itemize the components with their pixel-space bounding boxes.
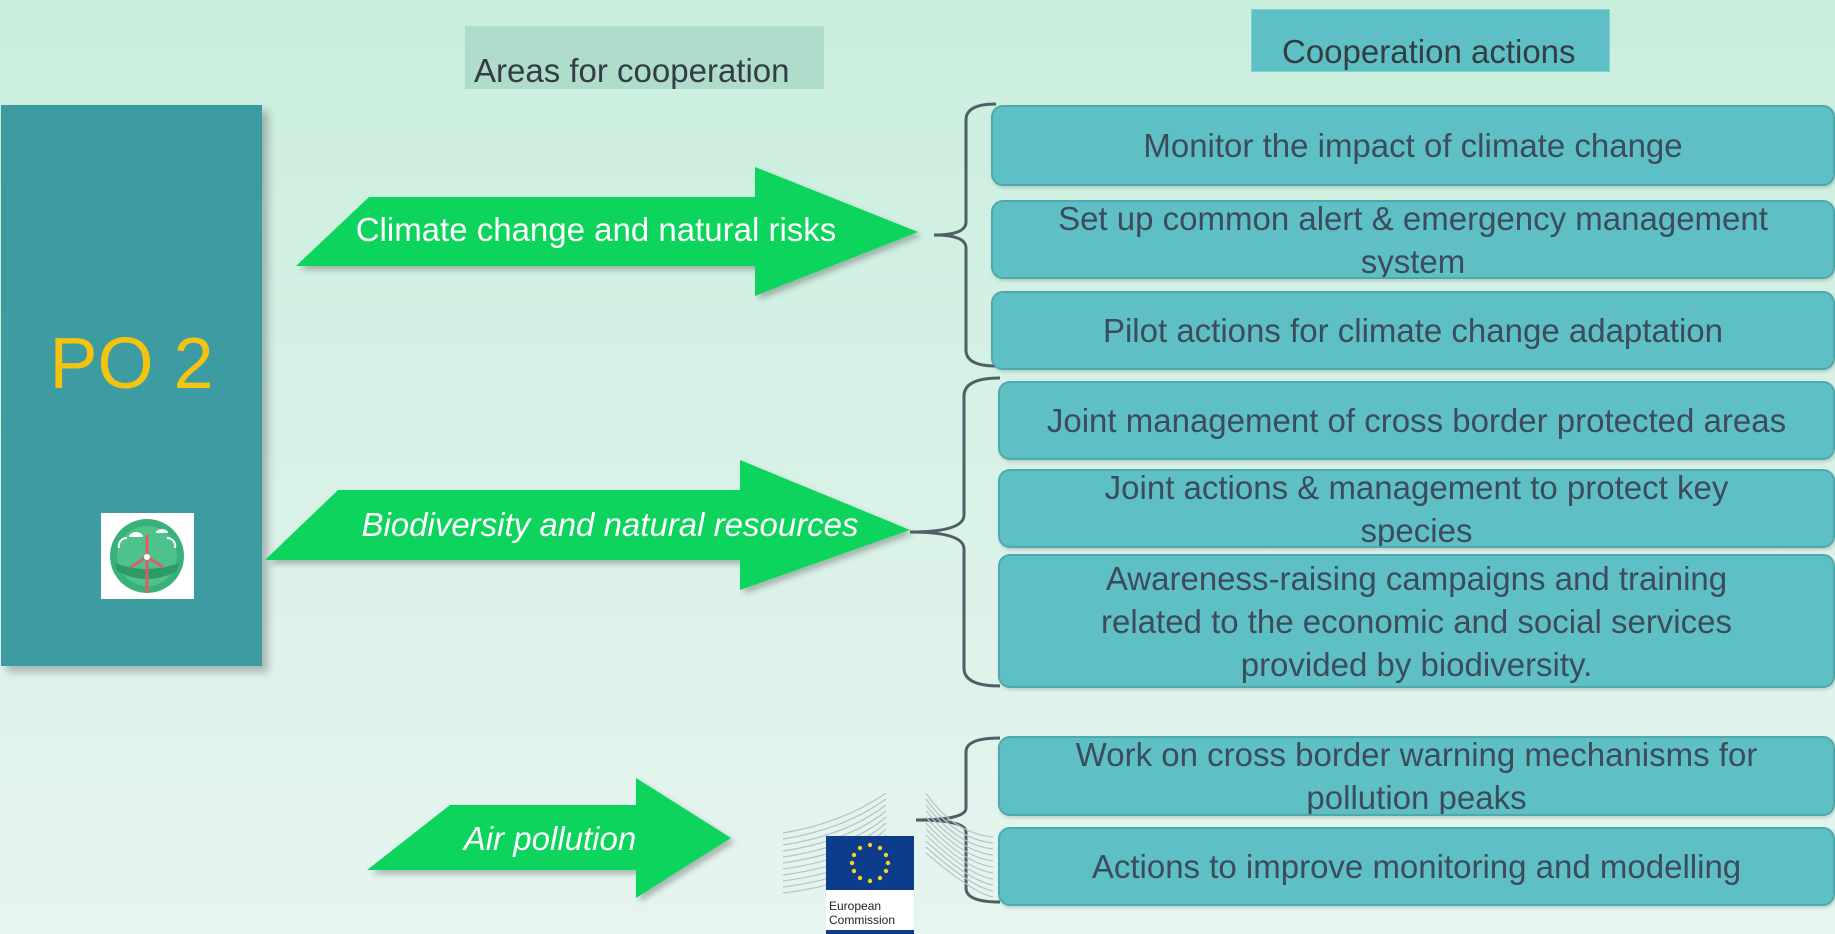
areas-header-label: Areas for cooperation [474,52,790,89]
arrow-shape-biodiversity [265,460,910,590]
action-box: Pilot actions for climate change adaptat… [991,291,1835,370]
ec-logo-line2: Commission [829,913,896,927]
action-box: Set up common alert & emergency manageme… [991,200,1835,279]
action-box: Joint actions & management to protect ke… [998,469,1835,548]
european-commission-logo: European Commission [783,793,993,934]
eu-stars-icon [849,842,891,884]
action-label: Work on cross border warning mechanisms … [1075,736,1758,816]
policy-objective-title: PO 2 [49,324,214,404]
bracket-climate [933,102,997,368]
bracket-air [915,736,1001,904]
area-air-pollution-label: Air pollution [463,820,637,857]
action-label: Set up common alert & emergency manageme… [1058,200,1768,279]
areas-header: Areas for cooperation [465,26,824,89]
ec-logo-line1: European [829,899,882,913]
action-label: Monitor the impact of climate change [1143,127,1683,164]
actions-header-label: Cooperation actions [1282,33,1576,70]
action-box: Awareness-raising campaigns and training… [998,554,1835,688]
area-climate-label: Climate change and natural risks [355,211,837,248]
action-box: Actions to improve monitoring and modell… [998,827,1835,906]
action-label: Joint actions & management to protect ke… [1104,469,1729,548]
action-label: Joint management of cross border protect… [1046,402,1787,439]
action-label: Pilot actions for climate change adaptat… [1102,312,1724,349]
arrow-shape-climate [296,167,918,296]
action-box: Joint management of cross border protect… [998,381,1835,460]
action-label: Actions to improve monitoring and modell… [1091,848,1742,885]
arrow-shape-air [367,778,731,898]
action-box: Monitor the impact of climate change [991,105,1835,186]
area-biodiversity-label: Biodiversity and natural resources [361,506,859,543]
bracket-biodiversity [909,376,1001,688]
actions-header: Cooperation actions [1251,9,1610,72]
wind-turbine-globe-icon [101,513,194,599]
action-box: Work on cross border warning mechanisms … [998,736,1835,816]
action-label: Awareness-raising campaigns and training… [1101,559,1732,683]
